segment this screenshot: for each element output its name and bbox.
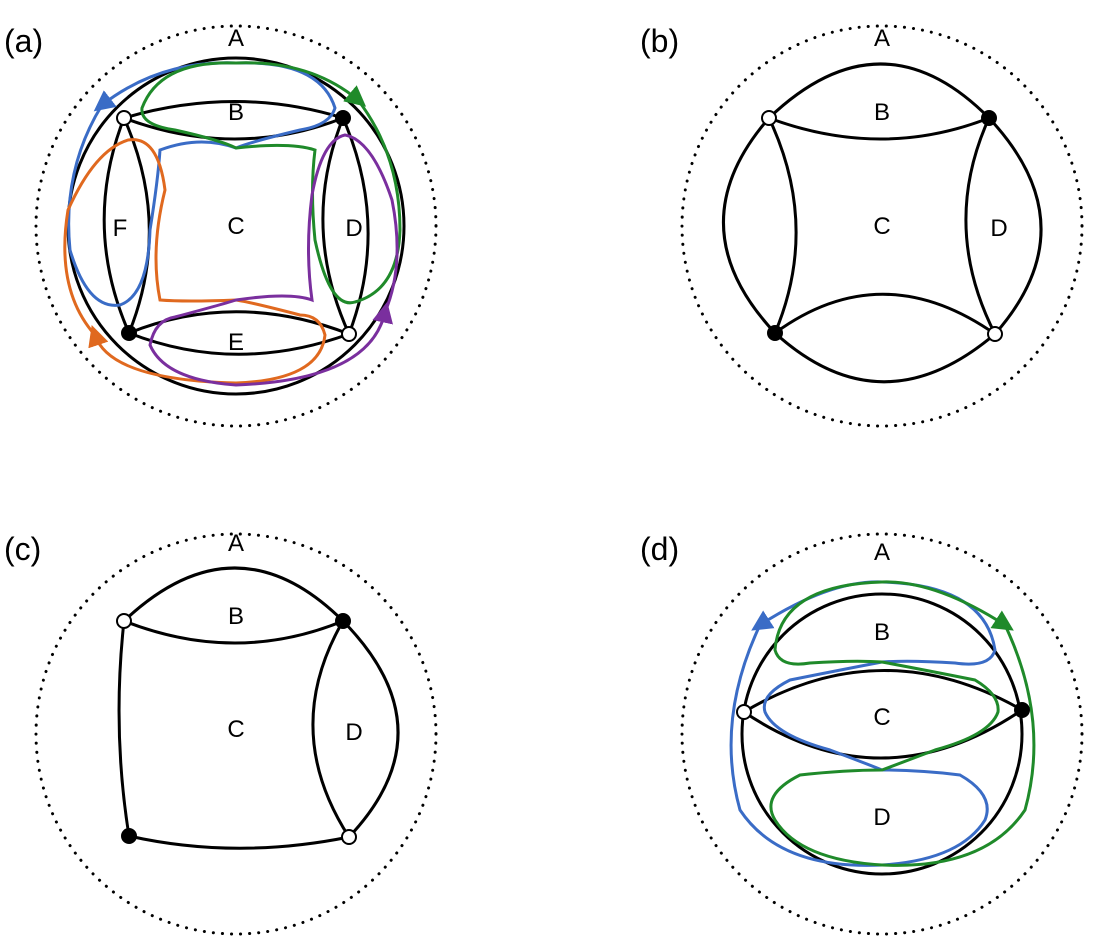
region-label-B: B bbox=[228, 99, 244, 126]
region-label-A: A bbox=[874, 539, 890, 566]
black-node bbox=[121, 325, 137, 341]
black-node bbox=[121, 828, 137, 844]
region-label-C: C bbox=[873, 213, 890, 240]
region-label-E: E bbox=[228, 329, 244, 356]
white-node bbox=[736, 704, 752, 720]
panel-d: (d) A B C D bbox=[640, 531, 1084, 936]
outer-boundary-circle bbox=[34, 532, 438, 936]
panel-d-label: (d) bbox=[640, 531, 679, 567]
white-node bbox=[116, 110, 132, 126]
region-label-C: C bbox=[227, 716, 244, 743]
region-label-C: C bbox=[227, 213, 244, 240]
panel-a-label: (a) bbox=[4, 23, 43, 59]
region-label-B: B bbox=[228, 603, 244, 630]
panel-d-edges bbox=[740, 592, 1024, 876]
region-label-A: A bbox=[228, 530, 244, 557]
panel-c: (c) A B C D bbox=[4, 530, 438, 936]
region-label-A: A bbox=[874, 25, 890, 52]
blue-loop bbox=[729, 580, 997, 867]
white-node bbox=[987, 326, 1003, 342]
panel-a: (a) A B C D E F bbox=[4, 23, 438, 428]
region-label-C: C bbox=[873, 704, 890, 731]
black-node bbox=[335, 613, 351, 629]
region-label-D: D bbox=[345, 719, 362, 746]
green-loop bbox=[140, 61, 402, 305]
black-node bbox=[335, 110, 351, 126]
black-node bbox=[981, 110, 997, 126]
region-label-D: D bbox=[345, 215, 362, 242]
white-node bbox=[341, 326, 357, 342]
panel-c-edges bbox=[117, 566, 400, 850]
white-node bbox=[116, 613, 132, 629]
region-label-B: B bbox=[874, 619, 890, 646]
region-label-F: F bbox=[113, 215, 128, 242]
panel-b: (b) A B C D bbox=[640, 23, 1084, 428]
orange-loop bbox=[63, 138, 327, 385]
black-node bbox=[1014, 702, 1030, 718]
panel-b-label: (b) bbox=[640, 23, 679, 59]
white-node bbox=[341, 829, 357, 845]
outer-boundary-circle bbox=[680, 532, 1084, 936]
outer-boundary-circle bbox=[34, 24, 438, 428]
green-loop bbox=[769, 580, 1036, 867]
region-label-D: D bbox=[873, 804, 890, 831]
region-label-D: D bbox=[990, 215, 1007, 242]
panel-b-edges bbox=[721, 62, 1043, 384]
black-node bbox=[767, 325, 783, 341]
white-node bbox=[761, 110, 777, 126]
outer-boundary-circle bbox=[680, 24, 1084, 428]
region-label-B: B bbox=[874, 99, 890, 126]
region-label-A: A bbox=[228, 25, 244, 52]
purple-loop bbox=[148, 133, 399, 387]
panel-c-label: (c) bbox=[4, 531, 41, 567]
